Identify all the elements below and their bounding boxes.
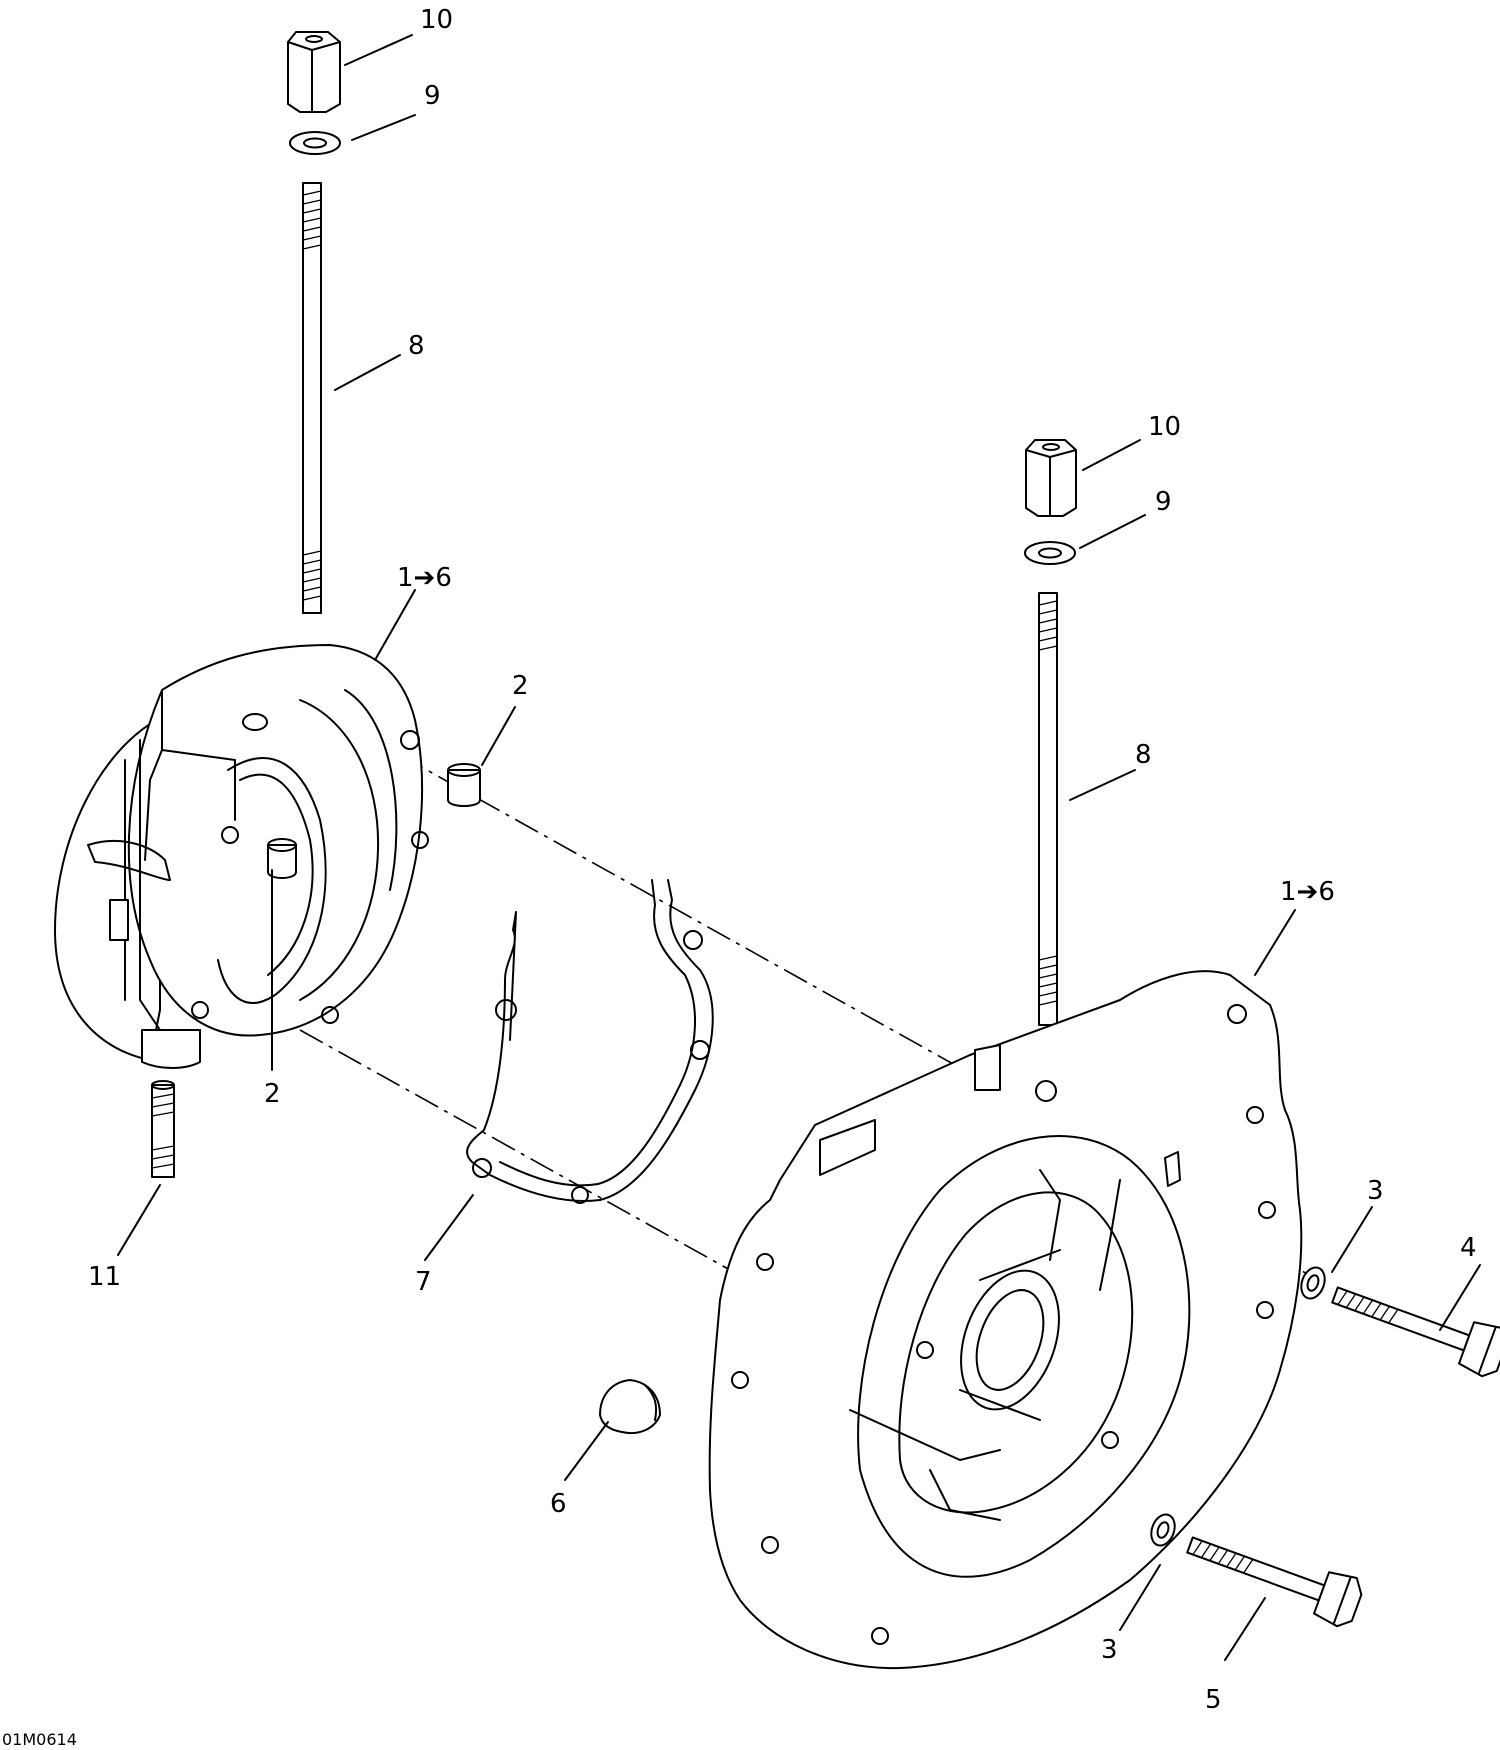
stud-right-icon [1038,592,1058,1026]
callout-10-right: 10 [1148,412,1181,442]
left-housing-icon [54,644,429,1069]
callout-11: 11 [88,1262,121,1292]
washer-right-icon [1024,541,1076,565]
callout-5: 5 [1205,1685,1222,1715]
right-housing-icon [708,970,1303,1670]
callout-7: 7 [415,1267,432,1297]
callout-8-right: 8 [1135,740,1152,770]
callout-1-6-right: 1➔6 [1280,877,1335,907]
callout-3-lower: 3 [1101,1635,1118,1665]
callout-9-right: 9 [1155,487,1172,517]
callout-labels: 10 9 8 1➔6 2 2 11 7 6 10 9 8 1➔6 3 4 3 5… [2,5,1477,1749]
washer-bolt-upper-icon [1300,1266,1326,1300]
bolt-upper-icon [1331,1286,1500,1378]
callout-3-upper: 3 [1367,1176,1384,1206]
short-stud-icon [151,1080,175,1178]
callout-1-6-left: 1➔6 [397,563,452,593]
gasket-icon [466,879,714,1204]
washer-left-icon [289,131,341,155]
callout-8-left: 8 [408,331,425,361]
drawing-code: 01M0614 [2,1730,77,1749]
callout-6: 6 [550,1489,567,1519]
leader-lines [117,34,1481,1661]
sleeve-upper-icon [447,763,481,807]
callout-2-lower: 2 [264,1079,281,1109]
bolt-lower-icon [1186,1536,1363,1628]
callout-4: 4 [1460,1233,1477,1263]
callout-9-left: 9 [424,81,441,111]
washer-bolt-lower-icon [1150,1513,1176,1547]
callout-10-left: 10 [420,5,453,35]
stud-nut-right-icon [1025,439,1077,517]
plug-icon [599,1379,661,1434]
stud-left-icon [302,182,322,614]
callout-2-upper: 2 [512,671,529,701]
stud-nut-left-icon [287,31,341,113]
